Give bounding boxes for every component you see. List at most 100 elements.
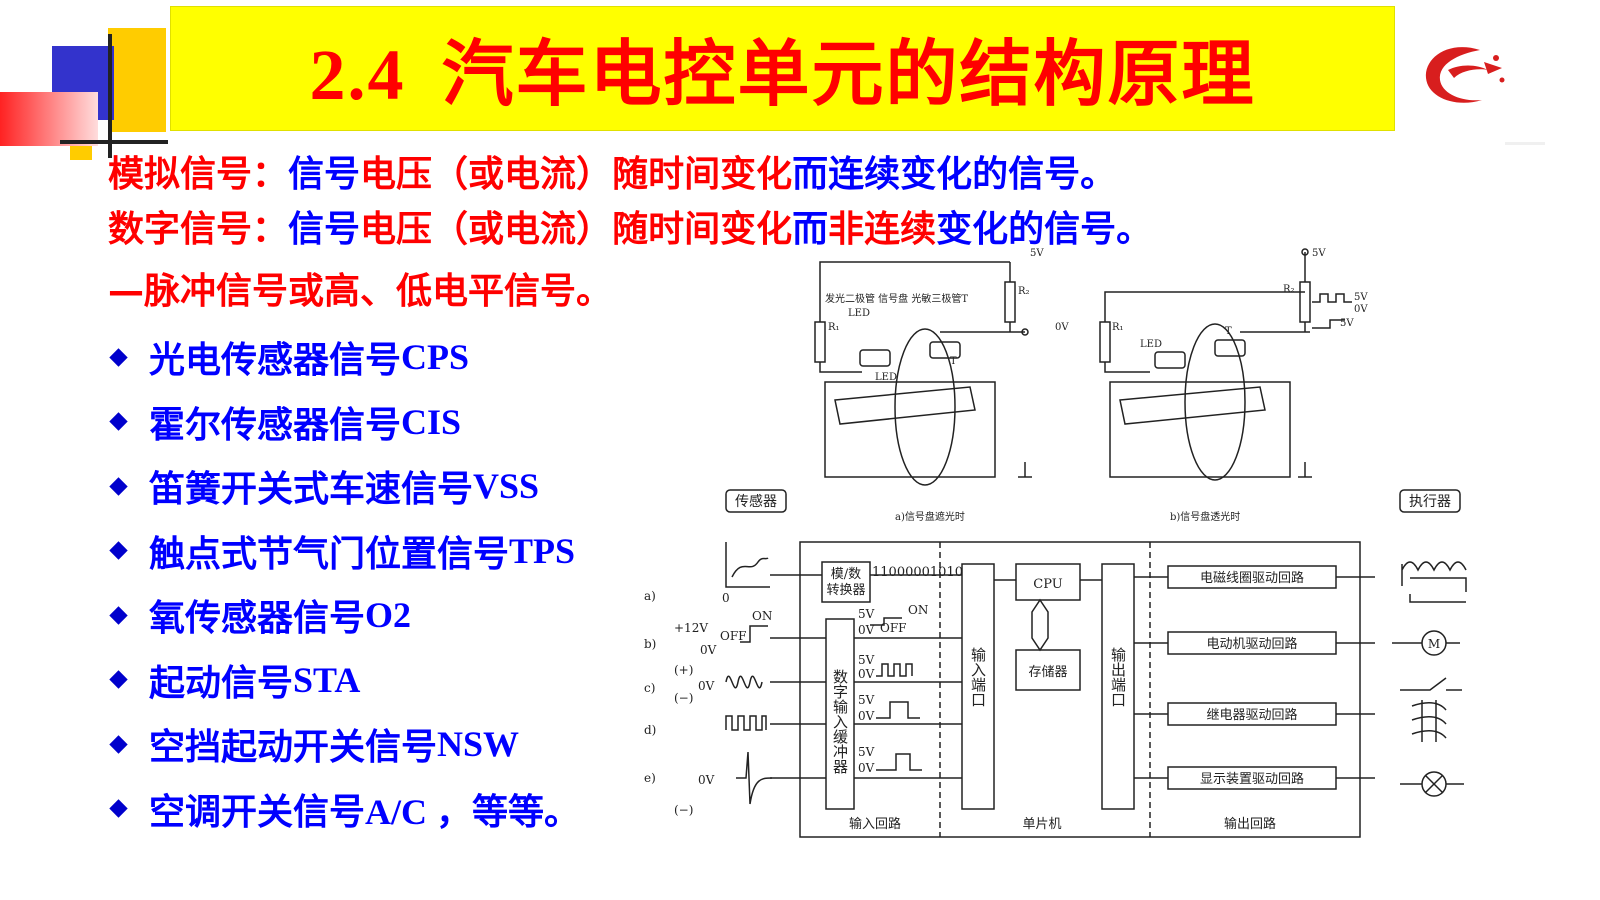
cpu-box [1015, 563, 1081, 601]
deco-red-gradient [0, 92, 98, 146]
caption-right: b)信号盘透光时 [1170, 510, 1240, 523]
adc-label-1: 模/数 [831, 567, 861, 582]
signal-list-item: 霍尔传感器信号 CIS [108, 390, 580, 455]
t-left-label: T [950, 356, 957, 367]
deco-black-vline [108, 34, 112, 158]
analog-run: 信号 [288, 154, 361, 195]
photo-sensor-drawings [814, 248, 1352, 486]
digital-definition: 数字信号：信号电压（或电流）随时间变化而非连续变化的信号。 [108, 200, 1152, 252]
v0-c-label: 0V [698, 679, 715, 693]
cpu-memory-bus [1031, 598, 1049, 652]
diamond-bullet-icon [109, 412, 128, 431]
row-label-e: e) [644, 771, 656, 785]
resistor-r2-right [1299, 281, 1311, 323]
deco-top-right-line [1505, 142, 1545, 145]
signal-list-item: 空挡起动开关信号 NSW [108, 712, 580, 777]
analog-wave [731, 557, 769, 578]
analog-zero: 0 [722, 591, 730, 605]
analog-run: 连续 [828, 154, 901, 195]
driver-label-0: 电磁线圈驱动回路 [1200, 570, 1304, 586]
diamond-bullet-icon [109, 670, 128, 689]
v5-right-wave: 5V [1354, 292, 1368, 303]
v5-right-label: 5V [1312, 248, 1326, 259]
row-label-a: a) [644, 589, 656, 603]
analog-run: 而 [792, 154, 829, 195]
plus-c-label: (+) [674, 663, 693, 677]
analog-run: 电流 [504, 154, 577, 195]
switch-wave [740, 625, 768, 643]
digital-run: 变化的信号。 [936, 209, 1153, 250]
deco-yellow-small [70, 146, 92, 160]
ecu-outer-box [799, 541, 1361, 838]
deco-black-hline [60, 140, 168, 144]
pulse-waveform-icon [1312, 293, 1352, 303]
diamond-bullet-icon [109, 799, 128, 818]
resistor-r2-left [1004, 281, 1016, 323]
v0-c2-label: 0V [858, 667, 875, 681]
digital-run: 电流 [504, 209, 577, 250]
actuator-box [1399, 489, 1461, 513]
signal-code: STA [293, 659, 361, 700]
v0-b2-label: 0V [858, 623, 875, 637]
v5-left-label: 5V [1030, 248, 1044, 259]
caption-left: a)信号盘遮光时 [895, 510, 965, 523]
diamond-bullet-icon [109, 541, 128, 560]
top-left-labels: 发光二极管 信号盘 光敏三极管T [825, 292, 968, 305]
analog-definition: 模拟信号：信号电压（或电流）随时间变化而连续变化的信号。 [108, 145, 1116, 197]
signal-name: 笛簧开关式车速信号 [149, 469, 474, 511]
digital-run: 而 [792, 209, 829, 250]
signal-name: 空调开关信号 [149, 791, 366, 833]
v5-right-out: 5V [1340, 318, 1354, 329]
input-port-box [961, 563, 995, 810]
v0-left-label: 0V [1055, 322, 1069, 333]
actuator-box-label: 执行器 [1409, 494, 1451, 510]
minus-e-label: (−) [674, 803, 693, 817]
resistor-r1-left [814, 321, 826, 363]
digital-run: ）随时间变化 [576, 209, 793, 250]
driver-label-3: 显示装置驱动回路 [1200, 771, 1304, 787]
off-b2-label: OFF [880, 621, 907, 635]
v0-b-label: 0V [700, 643, 717, 657]
section-number: 2.4 [309, 35, 406, 115]
diamond-bullet-icon [109, 606, 128, 625]
output-port-label: 输出端口 [1109, 647, 1127, 707]
buffer-wave-c [876, 663, 913, 677]
signal-name: 空挡起动开关信号 [149, 727, 438, 769]
signal-name: 起动信号 [149, 662, 294, 704]
pulse-spike-wave [736, 751, 773, 805]
sensor-box-label: 传感器 [735, 493, 777, 510]
driver-label-1: 电动机驱动回路 [1206, 636, 1297, 652]
digital-pulse-wave [725, 715, 767, 731]
on-b-label: ON [752, 609, 772, 623]
digital-run: 信号 [288, 209, 361, 250]
v0-d-label: 0V [858, 709, 875, 723]
v0-e-label: 0V [698, 773, 715, 787]
digital-run: 电压（或 [360, 209, 505, 250]
signal-name: 光电传感器信号 [149, 340, 402, 382]
row-label-d: d) [644, 723, 656, 737]
row-label-b: b) [644, 637, 656, 651]
pulse-definition: —脉冲信号或高、低电平信号。 [108, 271, 613, 312]
signal-code: TPS [509, 530, 576, 571]
diamond-bullet-icon [109, 735, 128, 754]
resistor-r1-right [1099, 321, 1111, 363]
signal-name: 触点式节气门位置信号 [149, 533, 510, 575]
university-logo-icon [1425, 47, 1505, 103]
led-right [1154, 351, 1186, 369]
signal-code: O2 [365, 595, 412, 636]
bits-label: 11000001010 [872, 565, 963, 580]
analog-run: 电压（或 [360, 154, 505, 195]
v0-e2-label: 0V [858, 761, 875, 775]
digital-run: 数字信号： [108, 209, 289, 250]
phototransistor-left [929, 341, 961, 359]
v5-e-label: 5V [858, 745, 875, 759]
sensor-box [725, 489, 787, 513]
v0-right-wave: 0V [1354, 304, 1368, 315]
signal-list-item: 笛簧开关式车速信号 VSS [108, 454, 580, 519]
led-label-2: LED [875, 372, 897, 383]
cpu-label: CPU [1033, 577, 1062, 592]
signal-list-item: 触点式节气门位置信号 TPS [108, 519, 580, 584]
deco-yellow-square [108, 28, 166, 132]
diamond-bullet-icon [109, 348, 128, 367]
